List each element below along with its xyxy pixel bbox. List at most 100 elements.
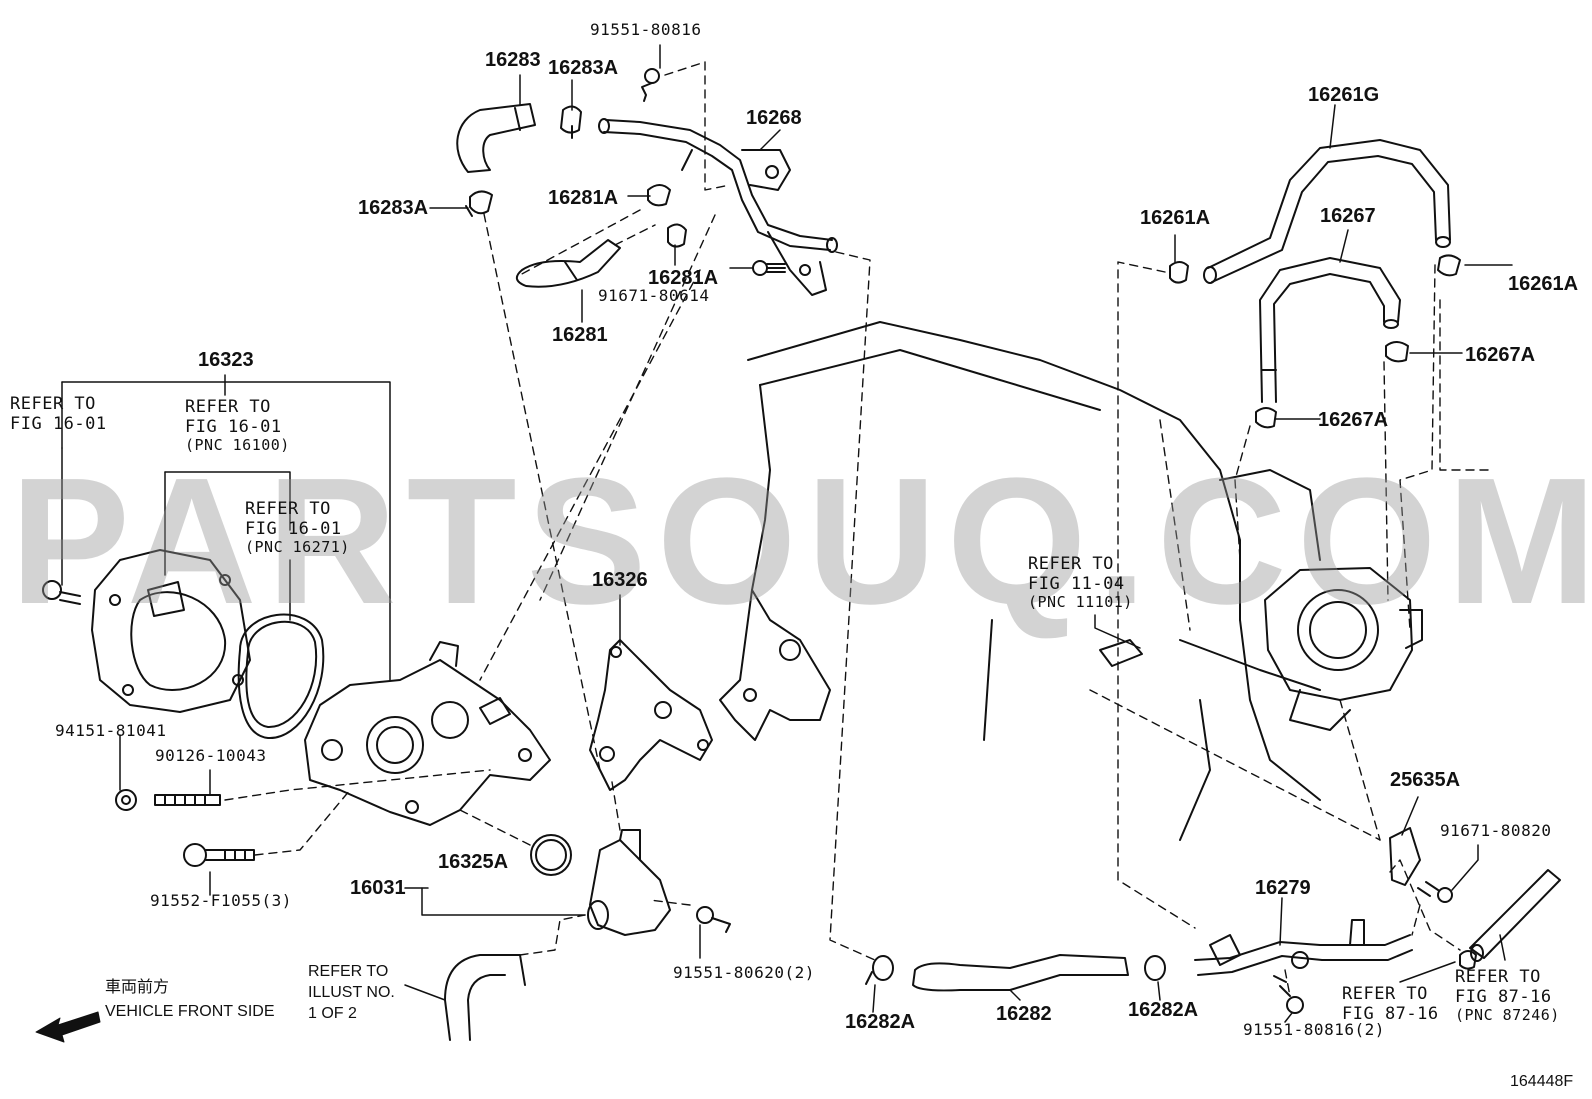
label-16281A-a[interactable]: 16281A (548, 187, 619, 209)
ref-line: FIG 87-16 (1455, 986, 1552, 1007)
label-16282A-left[interactable]: 16282A (845, 1011, 916, 1033)
label-25635A[interactable]: 25635A (1390, 769, 1461, 791)
clamp-16282A-right (1144, 955, 1166, 981)
ref-line: REFER TO (1455, 967, 1541, 987)
engine-gasket-face (719, 589, 831, 741)
pipe-16268 (598, 118, 838, 296)
label-91551-80816-bottom[interactable]: 91551-80816(2) (1243, 1020, 1385, 1039)
water-inlet-16031 (587, 829, 671, 936)
ref-fig-11-04-pnc-11101[interactable]: REFER TO FIG 11-04 (PNC 11101) (1028, 554, 1133, 612)
bolt-91551-80816-bottom (1273, 975, 1304, 1014)
label-16325A[interactable]: 16325A (438, 851, 509, 873)
label-94151-81041[interactable]: 94151-81041 (55, 721, 167, 740)
front-arrow-icon (35, 1011, 101, 1043)
clamp-16283A-top (560, 105, 582, 139)
clamp-16261A-right (1437, 254, 1461, 277)
pipe-16279 (1194, 919, 1413, 976)
assembly-dashed-lines (224, 61, 1491, 997)
ref-line: (PNC 87246) (1455, 1006, 1560, 1025)
engine-block-outline (747, 321, 1321, 841)
clamp-16282A-left (865, 955, 894, 985)
bolt-91552-F1055 (183, 843, 255, 867)
diagram-id: 164448F (1510, 1073, 1574, 1090)
ref-line: REFER TO (10, 394, 96, 414)
label-16326[interactable]: 16326 (592, 569, 648, 591)
hose-16282 (912, 954, 1129, 992)
throttle-body (1264, 567, 1423, 731)
label-16261A-left[interactable]: 16261A (1140, 207, 1211, 229)
label-16283[interactable]: 16283 (485, 49, 541, 71)
label-16283A-top[interactable]: 16283A (548, 57, 619, 79)
bolt-91551-80816-top (641, 68, 660, 102)
bolt-refer-fig-16-01 (42, 580, 81, 605)
label-90126-10043[interactable]: 90126-10043 (155, 746, 267, 765)
label-16268[interactable]: 16268 (746, 107, 802, 129)
label-16279[interactable]: 16279 (1255, 877, 1311, 899)
label-16283A-left[interactable]: 16283A (358, 197, 429, 219)
hose-refer-fig-87-16 (1469, 869, 1561, 962)
ref-line: (PNC 11101) (1028, 593, 1133, 612)
label-16261A-right[interactable]: 16261A (1508, 273, 1579, 295)
ref-line: (PNC 16271) (245, 538, 350, 557)
label-91551-80816-top[interactable]: 91551-80816 (590, 20, 702, 39)
ref-fig-87-16-pnc-87246[interactable]: REFER TO FIG 87-16 (PNC 87246) (1455, 967, 1560, 1025)
ref-line: REFER TO (308, 963, 389, 980)
oring-16325A (530, 834, 572, 876)
ref-line: 1 OF 2 (308, 1004, 357, 1022)
clamp-refer-fig-87-16 (1459, 950, 1477, 970)
clamp-16281A-a (647, 184, 671, 207)
label-16281A-b[interactable]: 16281A (648, 267, 719, 289)
washer-94151-81041 (115, 789, 137, 811)
ref-fig-87-16[interactable]: REFER TO FIG 87-16 (1342, 984, 1439, 1024)
label-91552-F1055[interactable]: 91552-F1055(3) (150, 891, 292, 910)
leader-lines (61, 44, 1513, 1023)
ref-line: REFER TO (1342, 984, 1428, 1004)
ref-line: FIG 87-16 (1342, 1003, 1439, 1024)
bolt-91551-80620 (696, 906, 731, 933)
ref-line: REFER TO (185, 397, 271, 417)
ref-line: REFER TO (1028, 554, 1114, 574)
ref-fig-16-01-bolt[interactable]: REFER TO FIG 16-01 (10, 394, 107, 434)
label-16031[interactable]: 16031 (350, 877, 406, 899)
ref-line: REFER TO (245, 499, 331, 519)
ref-fig-16-01-pnc-16100[interactable]: REFER TO FIG 16-01 (PNC 16100) (185, 397, 290, 455)
ref-line: FIG 16-01 (10, 413, 107, 434)
ref-fig-16-01-pnc-16271[interactable]: REFER TO FIG 16-01 (PNC 16271) (245, 499, 350, 557)
gasket-oring-16271 (237, 613, 325, 740)
clamp-16267A-mid (1255, 407, 1277, 429)
stud-90126-10043 (154, 794, 221, 806)
hose-16267 (1259, 257, 1401, 403)
bolt-91671-80820 (1417, 881, 1453, 903)
hose-16261G (1203, 139, 1451, 284)
label-16282[interactable]: 16282 (996, 1003, 1052, 1025)
direction-label-jp: 車両前方 (105, 979, 170, 996)
ref-line: (PNC 16100) (185, 436, 290, 455)
water-pump-body (304, 641, 551, 826)
gasket-16326 (589, 639, 713, 791)
label-91671-80820[interactable]: 91671-80820 (1440, 821, 1552, 840)
ref-line: FIG 11-04 (1028, 573, 1125, 594)
label-16323[interactable]: 16323 (198, 349, 254, 371)
label-91551-80620[interactable]: 91551-80620(2) (673, 963, 815, 982)
label-16267A-mid[interactable]: 16267A (1318, 409, 1389, 431)
hose-lower-illust (444, 954, 526, 1041)
ref-line: FIG 16-01 (185, 416, 282, 437)
clamp-16283A-left (465, 190, 493, 217)
clamp-16267A-right (1385, 341, 1409, 363)
label-91671-80614[interactable]: 91671-80614 (598, 286, 710, 305)
clamp-16281A-b (667, 223, 687, 248)
ref-illust-1-of-2[interactable]: REFER TO ILLUST NO. 1 OF 2 (308, 962, 395, 1024)
label-16282A-right[interactable]: 16282A (1128, 999, 1199, 1021)
ref-line: ILLUST NO. (308, 983, 395, 1001)
label-16267[interactable]: 16267 (1320, 205, 1376, 227)
hose-16281 (515, 239, 621, 288)
label-16261G[interactable]: 16261G (1308, 84, 1380, 106)
bracket-25635A (1389, 827, 1421, 886)
water-pump-cover (91, 549, 251, 713)
label-16267A-right[interactable]: 16267A (1465, 344, 1536, 366)
ref-line: FIG 16-01 (245, 518, 342, 539)
hose-16283 (456, 103, 536, 173)
label-16281[interactable]: 16281 (552, 324, 608, 346)
direction-label-en: VEHICLE FRONT SIDE (105, 1003, 275, 1020)
